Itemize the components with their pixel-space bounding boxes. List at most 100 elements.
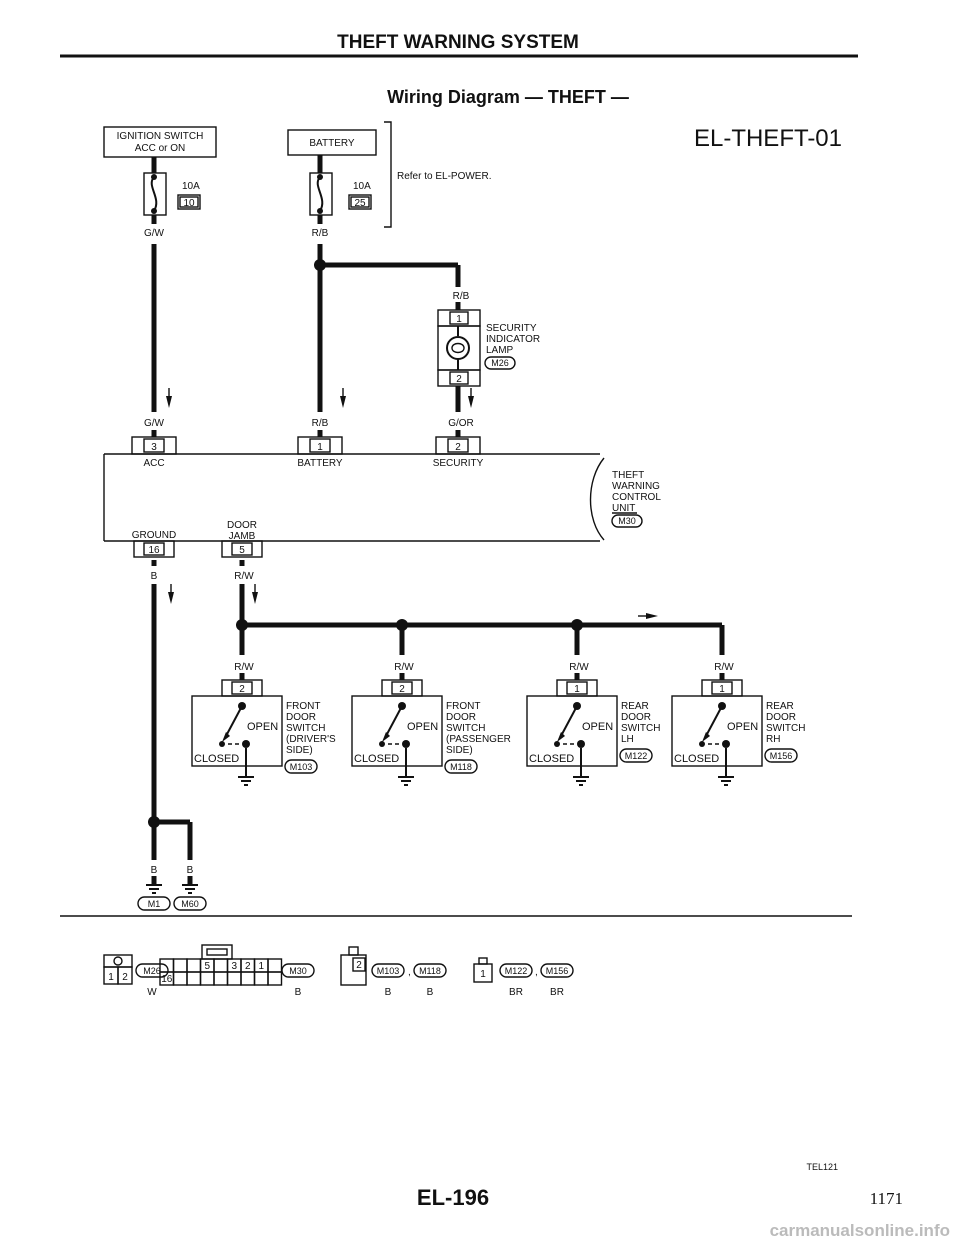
switch-connector-code: M156	[770, 751, 793, 761]
switch-label: SWITCH	[286, 723, 325, 734]
switch-wire-label: R/W	[394, 662, 414, 673]
ground-icon	[182, 876, 198, 894]
svg-text:16: 16	[148, 545, 160, 556]
svg-text:BATTERY: BATTERY	[309, 138, 355, 149]
svg-text:CONTROL: CONTROL	[612, 492, 661, 503]
svg-text:B: B	[151, 571, 158, 582]
switch-connector-code: M118	[450, 762, 472, 772]
ignition-fuse: IGNITION SWITCH ACC or ON 10A 10 G/W	[103, 126, 217, 239]
svg-text:1: 1	[480, 969, 486, 980]
svg-text:G/OR: G/OR	[448, 418, 474, 429]
theft-warning-control-unit: 3 1 2 ACC BATTERY SECURITY GROUND DOOR J…	[103, 436, 661, 558]
switch-icon	[699, 702, 734, 786]
diagram-code: EL-THEFT-01	[694, 125, 842, 152]
switch-wire-label: R/W	[714, 662, 734, 673]
svg-text:ACC or ON: ACC or ON	[135, 143, 186, 154]
watermark: carmanualsonline.info	[770, 1221, 950, 1240]
security-indicator-lamp: R/B 1 2 SECURITY INDICATOR LAMP M26	[437, 291, 540, 387]
switch-label: LH	[621, 734, 634, 745]
page-number: 1171	[870, 1189, 903, 1208]
svg-text:B: B	[295, 987, 302, 998]
connector-m103-m118: 2 M103 , M118 B B	[340, 946, 447, 998]
svg-text:BATTERY: BATTERY	[297, 458, 343, 469]
switch-label: (PASSENGER	[446, 734, 511, 745]
open-label: OPEN	[582, 721, 613, 733]
svg-text:1: 1	[456, 314, 462, 325]
switch-wire-label: R/W	[569, 662, 589, 673]
svg-text:DOOR: DOOR	[227, 520, 257, 531]
svg-text:W: W	[147, 987, 157, 998]
svg-text:SECURITY: SECURITY	[486, 323, 537, 334]
switch-label: SWITCH	[446, 723, 485, 734]
svg-text:3: 3	[151, 442, 157, 453]
open-label: OPEN	[407, 721, 438, 733]
closed-label: CLOSED	[674, 753, 719, 765]
switch-label: SWITCH	[766, 723, 805, 734]
reference-code: TEL121	[806, 1162, 838, 1172]
switch-label: FRONT	[446, 701, 480, 712]
switch-connector-code: M103	[290, 762, 313, 772]
svg-text:10: 10	[183, 198, 195, 209]
open-label: OPEN	[247, 721, 278, 733]
switch-label: REAR	[621, 701, 649, 712]
switch-pin: 1	[574, 684, 580, 695]
arrow-icon	[252, 592, 258, 604]
arrow-icon	[468, 396, 474, 408]
svg-text:10A: 10A	[182, 181, 200, 192]
refer-note: Refer to EL-POWER.	[397, 171, 491, 182]
closed-label: CLOSED	[354, 753, 399, 765]
arrow-icon	[168, 592, 174, 604]
svg-text:B: B	[151, 865, 158, 876]
svg-text:,: ,	[535, 967, 538, 978]
svg-text:M156: M156	[546, 966, 569, 976]
svg-text:1: 1	[108, 972, 114, 983]
svg-text:2: 2	[356, 960, 362, 971]
svg-text:JAMB: JAMB	[229, 531, 256, 542]
switch-wire-label: R/W	[234, 662, 254, 673]
switch-icon	[379, 702, 414, 786]
svg-text:ACC: ACC	[143, 458, 164, 469]
lamp-icon	[446, 336, 470, 360]
svg-text:BR: BR	[509, 987, 523, 998]
diagram-subtitle: Wiring Diagram — THEFT —	[387, 87, 629, 107]
svg-text:M1: M1	[148, 899, 161, 909]
svg-text:G/W: G/W	[144, 418, 165, 429]
switch-icon	[219, 702, 254, 786]
svg-text:M103: M103	[377, 966, 400, 976]
switch-label: SIDE)	[446, 745, 473, 756]
switch-label: (DRIVER'S	[286, 734, 336, 745]
connector-pin: 3	[231, 961, 237, 972]
closed-label: CLOSED	[194, 753, 239, 765]
svg-text:M118: M118	[419, 966, 441, 976]
svg-text:5: 5	[239, 545, 245, 556]
svg-text:M26: M26	[143, 966, 161, 976]
switch-label: DOOR	[446, 712, 476, 723]
page-footer: EL-196	[417, 1185, 489, 1210]
switch-label: FRONT	[286, 701, 320, 712]
arrow-icon	[340, 396, 346, 408]
svg-text:R/B: R/B	[312, 418, 329, 429]
battery-fuse: BATTERY 10A 25 R/B Refer to EL-POWER.	[287, 121, 491, 239]
svg-text:M30: M30	[289, 966, 307, 976]
switch-pin: 2	[399, 684, 405, 695]
svg-text:2: 2	[456, 374, 462, 385]
connector-m122-m156: 1 M122 , M156 BR BR	[473, 957, 574, 998]
svg-text:WARNING: WARNING	[612, 481, 660, 492]
switch-label: RH	[766, 734, 780, 745]
svg-text:M122: M122	[505, 966, 528, 976]
svg-text:2: 2	[122, 972, 128, 983]
svg-text:INDICATOR: INDICATOR	[486, 334, 540, 345]
svg-text:G/W: G/W	[144, 228, 165, 239]
switch-icon	[554, 702, 589, 786]
svg-text:LAMP: LAMP	[486, 345, 514, 356]
connector-pin: 16	[161, 974, 173, 985]
svg-text:M30: M30	[618, 516, 636, 526]
svg-text:UNIT: UNIT	[612, 503, 635, 514]
switch-label: DOOR	[766, 712, 796, 723]
svg-text:R/B: R/B	[312, 228, 329, 239]
svg-text:R/W: R/W	[234, 571, 254, 582]
svg-text:,: ,	[408, 967, 411, 978]
switch-connector-code: M122	[625, 751, 648, 761]
